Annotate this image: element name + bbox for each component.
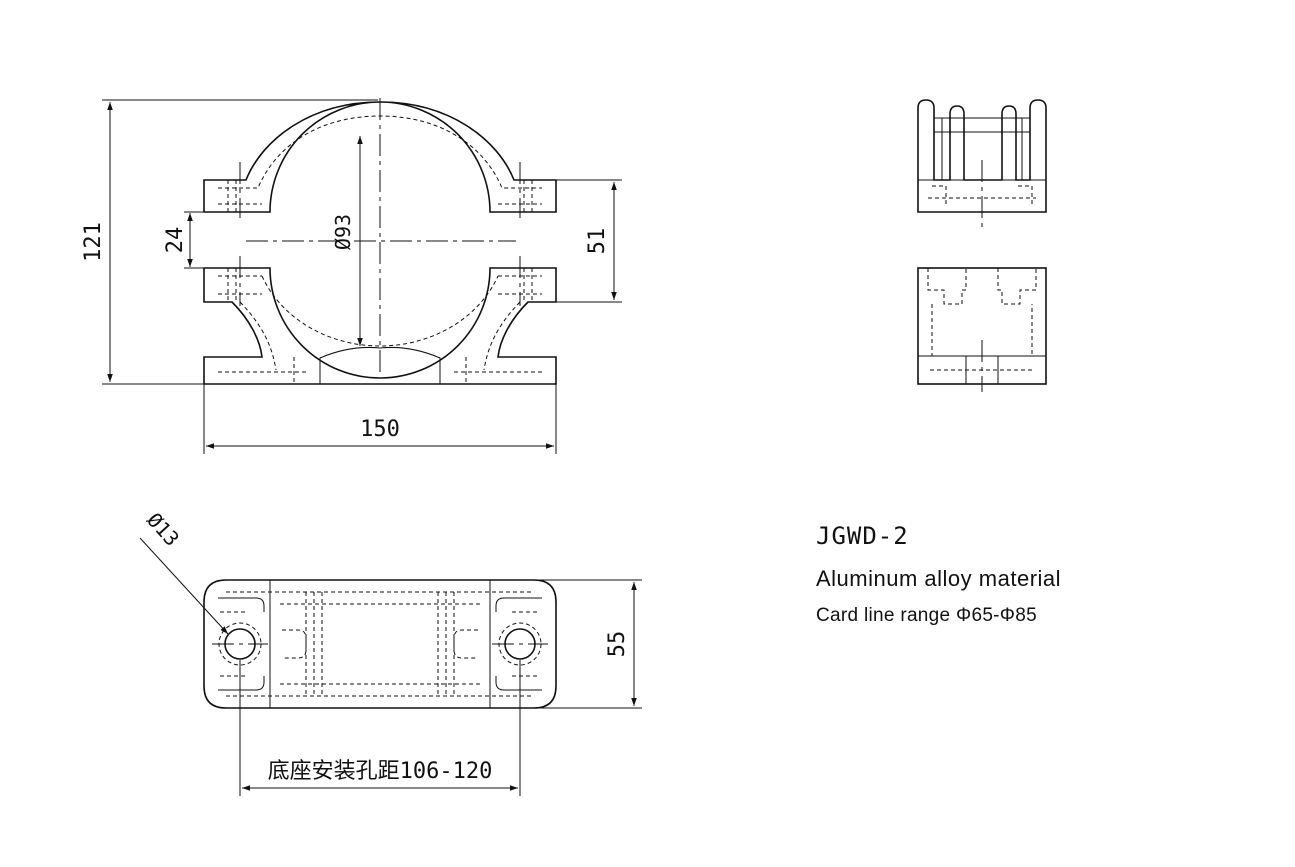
front-view: Ø93 121 24 51 150 [81,98,622,454]
side-view-lower [917,267,1047,392]
card-line-range-text: Card line range Φ65-Φ85 [816,605,1038,626]
hole-spacing-label: 底座安装孔距106-120 [268,759,493,784]
height-label: 121 [81,222,106,262]
hole-label: Ø13 [142,508,184,551]
bottom-view: Ø13 55 底座安装孔距106-120 [139,508,642,796]
width-label: 150 [360,417,400,442]
side-view-upper [917,99,1047,228]
material-text: Aluminum alloy material [816,566,1062,591]
clamp-height-label: 51 [585,228,610,255]
model-number: JGWD-2 [816,522,909,550]
diameter-label: Ø93 [331,214,355,250]
gap-label: 24 [163,227,188,254]
depth-label: 55 [605,631,630,658]
